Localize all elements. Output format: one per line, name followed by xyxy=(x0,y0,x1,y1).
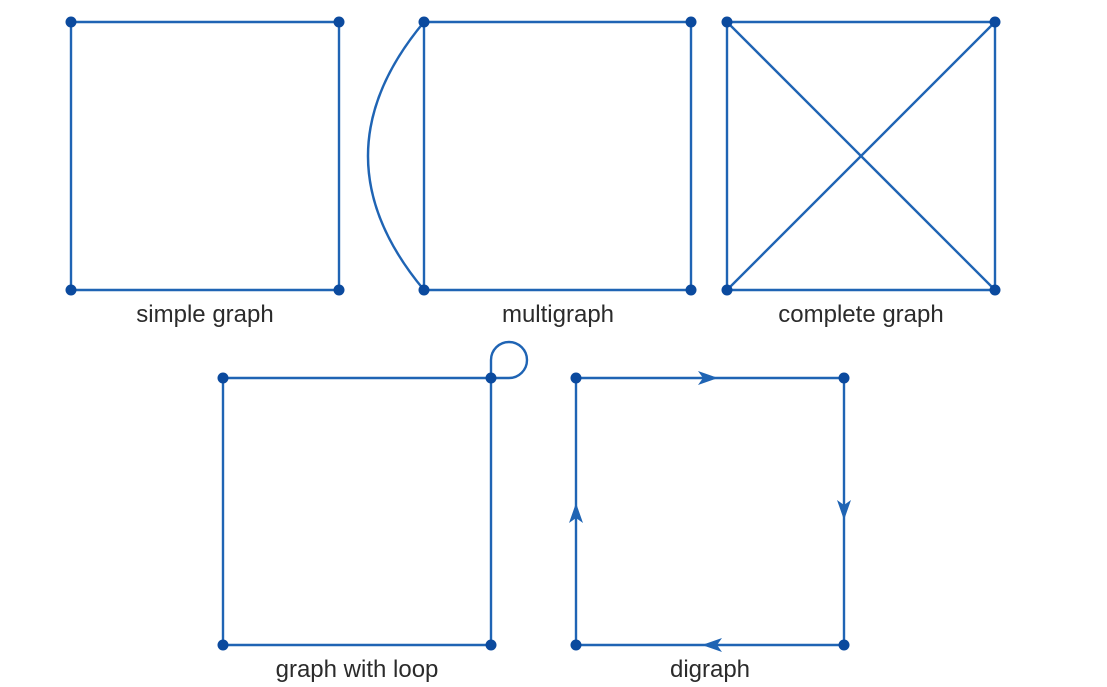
complete-graph xyxy=(721,16,1001,296)
digraph-arrow-right xyxy=(698,371,718,385)
digraph-label: digraph xyxy=(669,656,751,683)
digraph-arrow-left xyxy=(702,638,722,652)
loop-node-bottom-right xyxy=(485,639,497,651)
graph-with-loop-label: graph with loop xyxy=(275,656,439,683)
digraph-node-top-left xyxy=(570,372,582,384)
digraph-node-top-right xyxy=(838,372,850,384)
loop-node-bottom-left xyxy=(217,639,229,651)
loop-node-top-left xyxy=(217,372,229,384)
multigraph xyxy=(366,16,697,296)
simple-graph-label: simple graph xyxy=(136,301,274,328)
loop-self-loop xyxy=(489,340,529,380)
multi-node-top-right xyxy=(685,16,697,28)
digraph-node-bottom-right xyxy=(838,639,850,651)
complete-node-bottom-left xyxy=(721,284,733,296)
complete-node-bottom-right xyxy=(989,284,1001,296)
complete-node-top-left xyxy=(721,16,733,28)
loop-node-top-right xyxy=(485,372,497,384)
simple-node-top-right xyxy=(333,16,345,28)
digraph-arrow-down xyxy=(837,500,851,520)
digraph-arrow-up xyxy=(569,503,583,523)
complete-graph-label: complete graph xyxy=(778,301,944,328)
multigraph-label: multigraph xyxy=(501,301,615,328)
multi-edge-left-arc xyxy=(366,20,426,292)
digraph xyxy=(569,371,851,652)
digraph-node-bottom-left xyxy=(570,639,582,651)
simple-node-top-left xyxy=(65,16,77,28)
simple-node-bottom-right xyxy=(333,284,345,296)
simple-node-bottom-left xyxy=(65,284,77,296)
graph-with-loop xyxy=(217,340,529,651)
complete-edge-diagonal-2 xyxy=(725,20,997,292)
multi-node-top-left xyxy=(418,16,430,28)
multi-node-bottom-right xyxy=(685,284,697,296)
simple-graph xyxy=(65,16,345,296)
complete-node-top-right xyxy=(989,16,1001,28)
multi-node-bottom-left xyxy=(418,284,430,296)
